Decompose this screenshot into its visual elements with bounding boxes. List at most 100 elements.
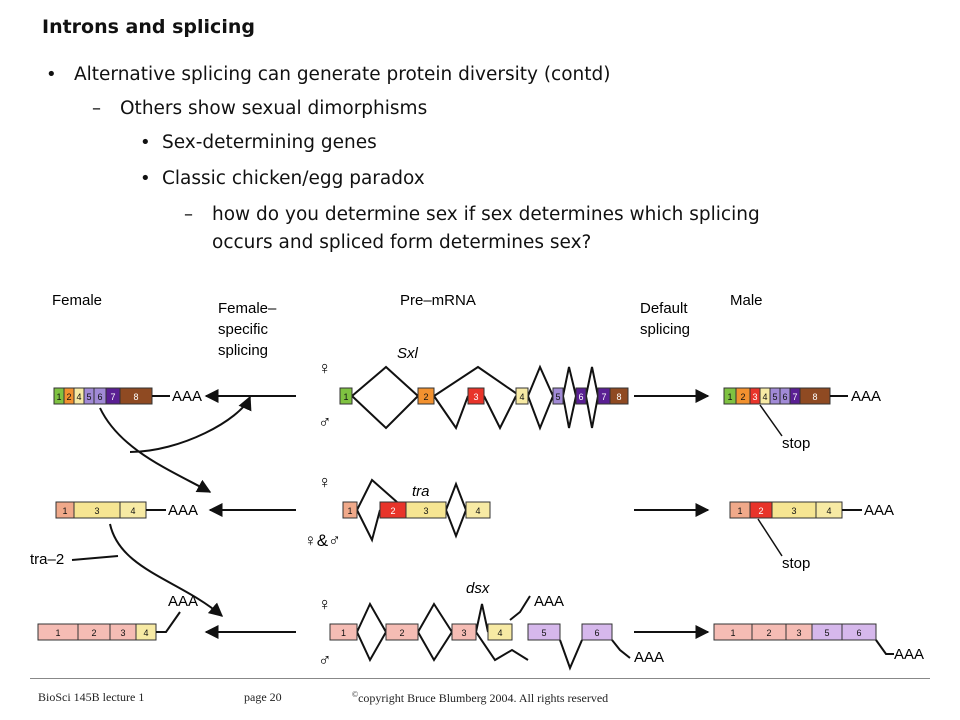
- dsx-female-exon-label: 4: [143, 628, 148, 638]
- sxl-pre-exon-4: [515, 387, 529, 405]
- sxl-female-exon-label: 6: [97, 392, 102, 402]
- header-female-specific-1: Female–: [218, 300, 277, 317]
- dash-marker: –: [92, 98, 101, 119]
- sxl-pre-exon-label: 2: [423, 392, 428, 402]
- sxl-male-exon-label: 1: [727, 392, 732, 402]
- sxl-female-exon-label: 4: [76, 392, 81, 402]
- sxl-pre-exon-2: [417, 387, 435, 405]
- header-female-specific-2: specific: [218, 321, 269, 338]
- dsx-pre-exon-1: [329, 623, 358, 641]
- polya-dsx-male: AAA: [894, 646, 924, 663]
- male-symbol-sxl: ♂: [318, 412, 332, 432]
- tra-pre-exon-1: [342, 501, 358, 519]
- dash-marker: –: [184, 204, 193, 225]
- bullet-sexual-dimorphisms: Others show sexual dimorphisms: [120, 98, 428, 119]
- tra-female-mrna: 1 3 4: [55, 501, 147, 519]
- dsx-male-exon-6: [841, 623, 877, 641]
- dsx-pre-exon-5: [527, 623, 561, 641]
- bullet-marker: •: [140, 132, 151, 153]
- page-title: Introns and splicing: [42, 16, 255, 38]
- tra-pre-exon-label: 3: [423, 506, 428, 516]
- sxl-pre-exon-8: [609, 387, 629, 405]
- bullet-sex-determining-genes: Sex-determining genes: [162, 132, 377, 153]
- footer-course: BioSci 145B lecture 1: [38, 690, 145, 704]
- sxl-male-exon-label: 7: [792, 392, 797, 402]
- polya-dsx-female: AAA: [168, 593, 198, 610]
- footer-page-number: page 20: [244, 690, 282, 704]
- sxl-male-exon-label: 4: [762, 392, 767, 402]
- header-male: Male: [730, 292, 763, 309]
- sxl-female-exon-label: 8: [133, 392, 138, 402]
- sxl-male-exon-label: 6: [782, 392, 787, 402]
- sxl-pre-exon-label: 1: [343, 392, 348, 402]
- dsx-male-exon-label: 3: [796, 628, 801, 638]
- tra-male-exon-label: 2: [758, 506, 763, 516]
- gene-label-sxl: Sxl: [397, 345, 419, 362]
- polya-dsx-premrna-female: AAA: [534, 593, 564, 610]
- sxl-pre-exon-label: 8: [616, 392, 621, 402]
- polya-tra-female: AAA: [168, 502, 198, 519]
- bullet-paradox-question-line2: occurs and spliced form determines sex?: [212, 232, 592, 253]
- polya-tra-male: AAA: [864, 502, 894, 519]
- bullet-chicken-egg: Classic chicken/egg paradox: [162, 168, 425, 189]
- dsx-pre-exon-label: 4: [497, 628, 502, 638]
- tra-male-exon-label: 4: [826, 506, 831, 516]
- sxl-pre-exon-label: 3: [473, 392, 478, 402]
- tra-pre-exon-4: [465, 501, 491, 519]
- sxl-male-exon-label: 8: [812, 392, 817, 402]
- sxl-female-exon-label: 2: [66, 392, 71, 402]
- dsx-male-exon-label: 6: [856, 628, 861, 638]
- footer-copyright: ©copyright Bruce Blumberg 2004. All righ…: [352, 690, 608, 706]
- dsx-male-exon-label: 1: [730, 628, 735, 638]
- dsx-female-exon-label: 3: [120, 628, 125, 638]
- footer-divider: [30, 678, 930, 679]
- sxl-female-exon-label: 7: [110, 392, 115, 402]
- tra-female-exon-label: 3: [94, 506, 99, 516]
- dsx-pre-exon-label: 6: [594, 628, 599, 638]
- dsx-pre-exon-label: 1: [341, 628, 346, 638]
- bullet-alternative-splicing: Alternative splicing can generate protei…: [74, 64, 611, 85]
- dsx-female-exon-label: 1: [55, 628, 60, 638]
- sxl-pre-exon-5: [552, 387, 564, 405]
- sxl-female-exon-label: 1: [56, 392, 61, 402]
- tra-male-exon-label: 3: [791, 506, 796, 516]
- polya-sxl-female: AAA: [172, 388, 202, 405]
- sxl-pre-exon-label: 5: [555, 392, 560, 402]
- tra-female-exon-label: 1: [62, 506, 67, 516]
- header-female-specific-3: splicing: [218, 342, 268, 359]
- sxl-pre-exon-label: 4: [519, 392, 524, 402]
- tra-male-exon-label: 1: [737, 506, 742, 516]
- bullet-marker: •: [140, 168, 151, 189]
- female-symbol-tra: ♀: [318, 472, 332, 492]
- dsx-male-exon-label: 5: [824, 628, 829, 638]
- tra-female-exon-label: 4: [130, 506, 135, 516]
- header-default-2: splicing: [640, 321, 690, 338]
- stop-label-tra: stop: [782, 555, 810, 572]
- polya-sxl-male: AAA: [851, 388, 881, 405]
- sxl-pre-exon-6: [575, 387, 587, 405]
- dsx-pre-exon-6: [581, 623, 613, 641]
- copyright-text: copyright Bruce Blumberg 2004. All right…: [358, 691, 609, 705]
- stop-label-sxl: stop: [782, 435, 810, 452]
- sxl-male-exon-label: 3: [752, 392, 757, 402]
- dsx-male-exon-label: 2: [766, 628, 771, 638]
- header-premrna: Pre–mRNA: [400, 292, 476, 309]
- bullet-marker: •: [46, 64, 57, 85]
- female-symbol-sxl: ♀: [318, 358, 332, 378]
- sxl-male-exon-label: 5: [772, 392, 777, 402]
- dsx-pre-exon-4: [487, 623, 513, 641]
- sxl-pre-exon-label: 6: [578, 392, 583, 402]
- dsx-pre-exon-2: [385, 623, 419, 641]
- copyright-symbol: ©: [352, 690, 359, 699]
- both-sexes-symbol-tra: ♀&♂: [304, 531, 341, 550]
- tra-pre-exon-label: 4: [475, 506, 480, 516]
- dsx-pre-exon-label: 2: [399, 628, 404, 638]
- tra2-label: tra–2: [30, 551, 64, 568]
